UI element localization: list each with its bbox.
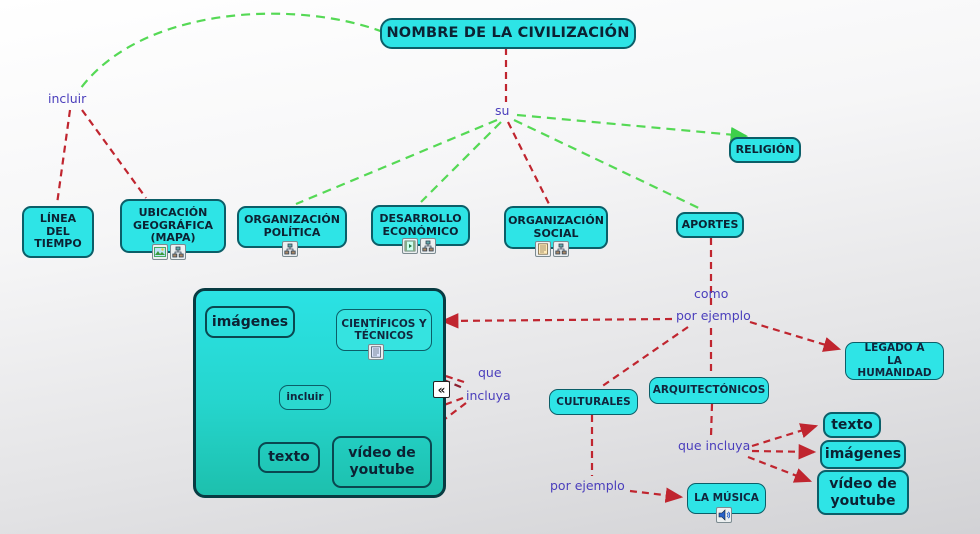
link-label-por-ejemplo: por ejemplo [676,308,751,323]
economico-resource-icons [402,238,436,254]
node-imagenes-left[interactable]: imágenes [205,306,295,338]
node-nombre-civilizacion[interactable]: NOMBRE DE LA CIVILIZACIÓN [380,18,636,49]
link-label-incluya: incluya [466,388,511,403]
sitemap-icon[interactable] [553,241,569,257]
link-label-que: que [478,365,502,380]
link-label-como: como [694,286,729,301]
node-aportes[interactable]: APORTES [676,212,744,238]
node-texto-left[interactable]: texto [258,442,320,473]
node-religion[interactable]: RELIGIÓN [729,137,801,163]
audio-icon[interactable] [716,507,732,523]
collapse-toggle[interactable]: « [433,381,450,398]
node-linea-del-tiempo[interactable]: LÍNEA DEL TIEMPO [22,206,94,258]
node-organizacion-politica[interactable]: ORGANIZACIÓN POLÍTICA [237,206,347,248]
sitemap-icon[interactable] [170,244,186,260]
musica-resource-icons [716,507,732,523]
document-icon[interactable] [368,344,384,360]
politica-resource-icons [282,241,298,257]
node-video-youtube-left[interactable]: vídeo de youtube [332,436,432,488]
link-label-incluir: incluir [48,91,87,106]
link-label-que-incluya: que incluya [678,438,751,453]
node-texto-right[interactable]: texto [823,412,881,438]
link-label-su: su [495,103,510,118]
link-label-por-ejemplo-2: por ejemplo [550,478,625,493]
node-cientificos-tecnicos[interactable]: CIENTÍFICOS Y TÉCNICOS [336,309,432,351]
cientificos-resource-icons [368,344,384,360]
node-legado-humanidad[interactable]: LEGADO A LA HUMANIDAD [845,342,944,380]
node-incluir[interactable]: incluir [279,385,331,410]
image-icon[interactable] [152,244,168,260]
node-video-youtube-right[interactable]: vídeo de youtube [817,470,909,515]
node-arquitectonicos[interactable]: ARQUITECTÓNICOS [649,377,769,404]
node-culturales[interactable]: CULTURALES [549,389,638,415]
node-imagenes-right[interactable]: imágenes [820,440,906,469]
ubicacion-resource-icons [152,244,186,260]
sitemap-icon[interactable] [420,238,436,254]
social-resource-icons [535,241,569,257]
video-icon[interactable] [402,238,418,254]
document-icon[interactable] [535,241,551,257]
sitemap-icon[interactable] [282,241,298,257]
